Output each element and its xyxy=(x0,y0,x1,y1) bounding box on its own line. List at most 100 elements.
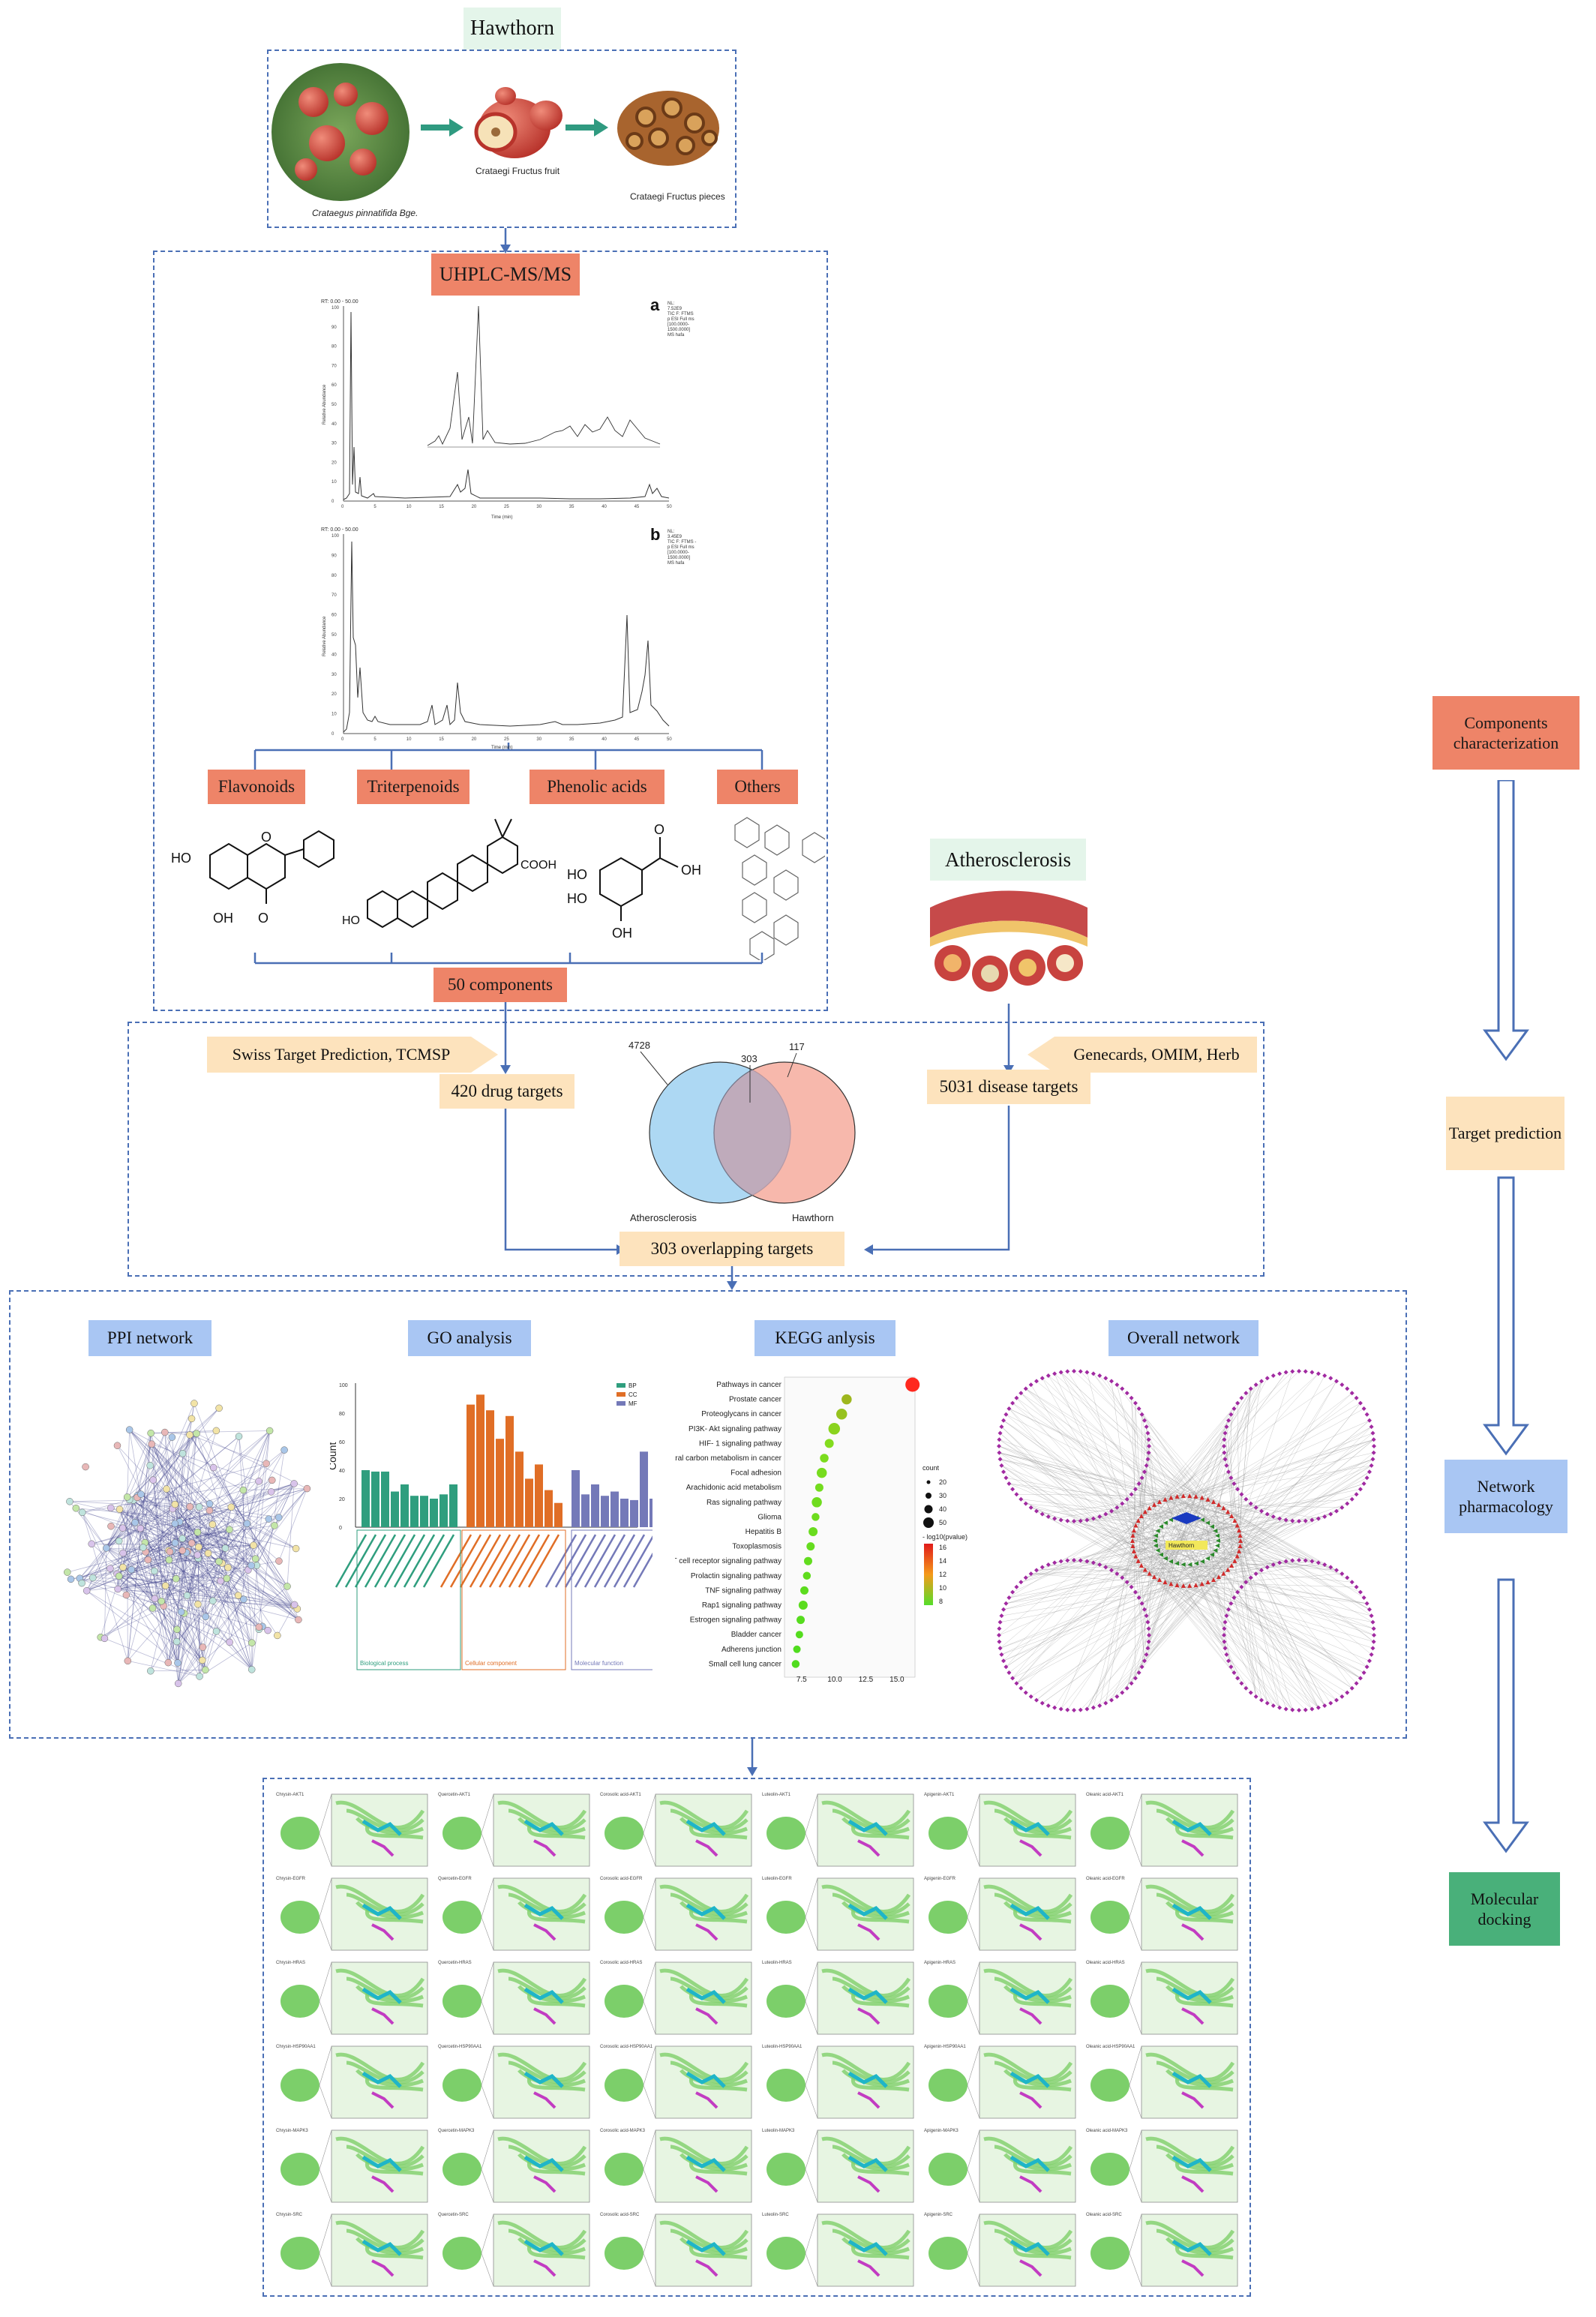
ppi-node xyxy=(223,1574,231,1583)
ppi-node xyxy=(131,1519,139,1526)
overall-target-node xyxy=(1361,1406,1366,1411)
kegg-pvalue-tick: 14 xyxy=(939,1557,946,1565)
overall-compound-node xyxy=(1180,1562,1186,1567)
overall-target-node xyxy=(1222,1457,1228,1462)
overall-target-node xyxy=(1129,1584,1134,1589)
overall-target-node xyxy=(1018,1391,1024,1396)
ppi-node xyxy=(151,1595,159,1603)
ppi-node xyxy=(89,1574,97,1582)
overall-target-node xyxy=(1283,1706,1288,1712)
residue xyxy=(371,2091,394,2109)
go-term-label xyxy=(622,1535,652,1588)
ppi-node xyxy=(82,1463,89,1471)
overall-target-node xyxy=(1028,1571,1034,1577)
protein-overview xyxy=(928,1985,968,2018)
overall-target-node xyxy=(1090,1705,1096,1710)
go-term-label xyxy=(613,1534,646,1588)
x-tick-label: 5 xyxy=(374,505,376,509)
protein-overview xyxy=(280,1985,320,2018)
overall-target-node xyxy=(1014,1395,1019,1400)
overall-target-node xyxy=(1371,1450,1376,1455)
residue xyxy=(533,1839,556,1857)
overall-target-node xyxy=(1222,1430,1228,1436)
svg-text:HO: HO xyxy=(567,891,587,906)
ppi-node xyxy=(171,1539,179,1547)
overall-target-node xyxy=(1129,1492,1134,1497)
overall-target-node xyxy=(1132,1589,1138,1595)
panel-b-label: b xyxy=(650,525,660,544)
go-bar xyxy=(572,1470,580,1527)
instrument-info: MS hafa xyxy=(668,561,685,566)
go-bar xyxy=(440,1494,448,1527)
overall-target-node xyxy=(1090,1516,1096,1521)
ppi-node xyxy=(165,1556,173,1564)
overall-target-node xyxy=(1244,1496,1249,1502)
overall-target-node xyxy=(1139,1475,1144,1481)
svg-text:OH: OH xyxy=(681,863,701,878)
ppi-node xyxy=(124,1657,132,1665)
overlapping-targets: 303 overlapping targets xyxy=(620,1232,844,1266)
overall-target-node xyxy=(1139,1412,1144,1417)
overall-target-node xyxy=(1277,1516,1282,1521)
overall-pathway-node xyxy=(1193,1493,1198,1499)
overall-target-node xyxy=(1259,1697,1264,1703)
ligand xyxy=(1010,2155,1050,2172)
overall-center-node xyxy=(1166,1541,1208,1550)
protein-overview xyxy=(928,2153,968,2186)
go-group-frame xyxy=(571,1529,652,1670)
protein-overview xyxy=(442,2237,482,2270)
protein-overview xyxy=(1090,1985,1130,2018)
overall-target-node xyxy=(1349,1685,1354,1691)
overall-target-node xyxy=(1345,1501,1350,1506)
y-tick-label: 40 xyxy=(332,653,337,657)
overall-target-node xyxy=(1040,1376,1045,1381)
svg-text:HO: HO xyxy=(342,914,360,927)
ppi-node xyxy=(136,1524,145,1532)
overall-target-node xyxy=(1290,1558,1295,1563)
ppi-node xyxy=(115,1572,123,1580)
go-term-label xyxy=(334,1534,368,1588)
overall-target-node xyxy=(1001,1469,1006,1475)
residue xyxy=(533,2259,556,2277)
instrument-info: TIC F: FTMS xyxy=(668,312,694,317)
overall-target-node xyxy=(1222,1619,1228,1625)
overall-target-node xyxy=(1340,1382,1345,1388)
overall-compound-node xyxy=(1209,1552,1214,1557)
kegg-bubble xyxy=(798,1601,808,1610)
residue xyxy=(695,1839,718,1857)
svg-text:RT: 0.00 - 50.00: RT: 0.00 - 50.00 xyxy=(321,527,358,533)
overall-pathway-node xyxy=(1130,1538,1135,1543)
overall-target-node xyxy=(1034,1379,1039,1384)
overall-pathway-node xyxy=(1187,1583,1192,1588)
ppi-node xyxy=(193,1430,200,1437)
overall-target-node xyxy=(1097,1373,1102,1379)
instrument-info: p ESI Full ms xyxy=(668,317,694,322)
overall-target-node xyxy=(1124,1685,1130,1691)
overall-target-node xyxy=(1120,1690,1125,1695)
y-tick-label: 30 xyxy=(332,442,337,446)
go-bar xyxy=(525,1478,533,1527)
go-bar xyxy=(601,1496,609,1527)
overall-target-node xyxy=(999,1463,1004,1468)
ppi-node xyxy=(255,1477,262,1485)
ppi-node xyxy=(274,1514,283,1521)
go-y-tick: 60 xyxy=(339,1440,345,1445)
overall-compound-node xyxy=(1200,1517,1204,1523)
ligand xyxy=(524,1987,564,2004)
protein-overview xyxy=(442,2069,482,2102)
overall-target-node xyxy=(1146,1626,1151,1631)
overall-target-node xyxy=(1232,1406,1237,1411)
y-tick-label: 70 xyxy=(332,593,337,598)
overall-target-node xyxy=(1144,1463,1149,1468)
overall-target-node xyxy=(1270,1562,1276,1568)
y-tick-label: 60 xyxy=(332,383,337,388)
go-term-label xyxy=(593,1534,626,1588)
overall-target-node xyxy=(1364,1664,1370,1670)
docking-label: Corosolic acid-SRC xyxy=(600,2213,640,2217)
overall-pathway-node xyxy=(1138,1514,1144,1519)
ppi-node xyxy=(115,1537,123,1545)
ligand xyxy=(1172,1987,1212,2004)
docking-label: Chrysin-MAPK3 xyxy=(276,2129,308,2133)
overall-target-node xyxy=(1136,1670,1142,1675)
overall-target-node xyxy=(1109,1568,1114,1573)
